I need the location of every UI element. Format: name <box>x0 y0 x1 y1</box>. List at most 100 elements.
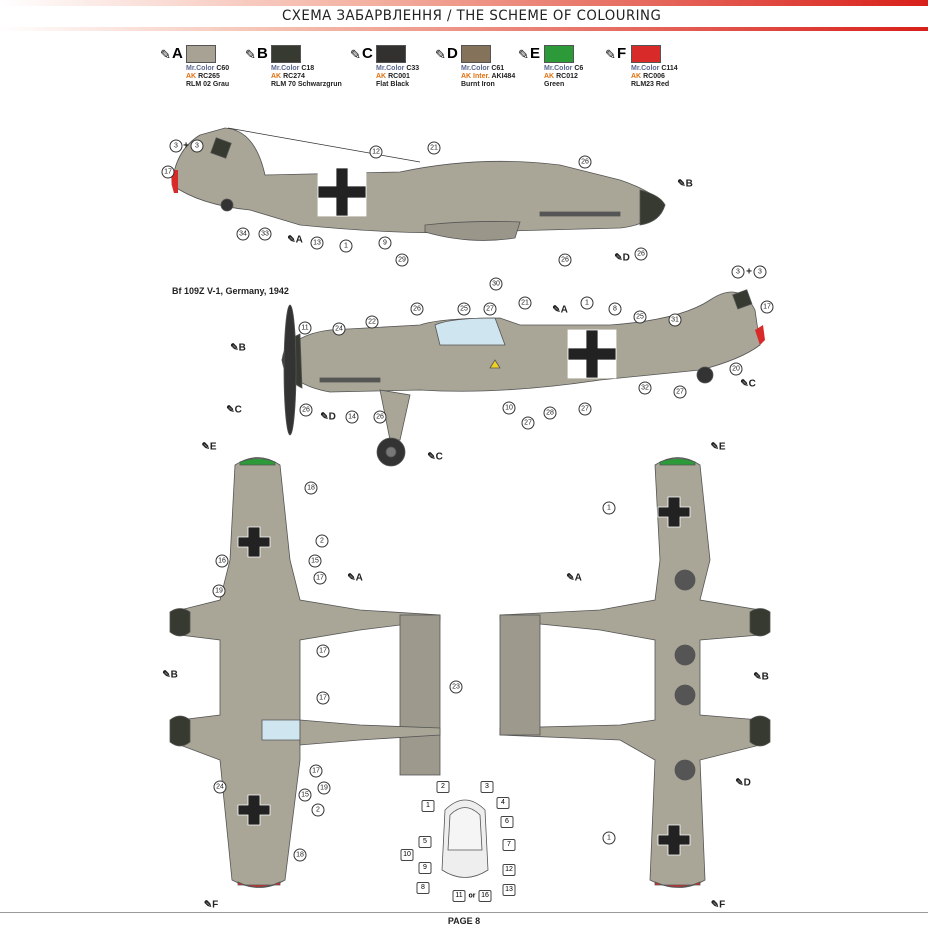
paint-swatch <box>186 45 216 63</box>
callout-number: 34 <box>236 227 250 241</box>
canopy-callout: 5 <box>418 836 432 848</box>
canopy-detail <box>441 799 489 878</box>
paint-name: Flat Black <box>376 81 410 88</box>
mr-color-code: C33 <box>406 65 420 72</box>
callout-number: 28 <box>543 406 557 420</box>
mr-color-code: C61 <box>491 65 505 72</box>
canopy-callout: 1 <box>421 800 435 812</box>
callout-number: 31 <box>668 313 682 327</box>
paint-letter: B <box>257 45 268 62</box>
paint-marker: ✎B <box>230 342 246 354</box>
callout-number: 18 <box>304 481 318 495</box>
top-view <box>169 457 441 888</box>
paint-marker: ✎C <box>740 378 756 390</box>
callout-number: 11 <box>298 321 312 335</box>
callout-number: 12 <box>369 145 383 159</box>
callout-number: 8 <box>608 302 622 316</box>
callout-number: 22 <box>365 315 379 329</box>
paint-swatch <box>271 45 301 63</box>
bottom-view <box>499 457 771 888</box>
brush-icon: ✎ <box>605 47 616 62</box>
brush-icon: ✎ <box>160 47 171 62</box>
canopy-callout: 3 <box>480 781 494 793</box>
callout-number: 17 <box>316 644 330 658</box>
callout-number: 17 <box>316 691 330 705</box>
paint-letter: F <box>617 45 627 62</box>
paint-marker: ✎C <box>226 404 242 416</box>
paint-marker: ✎A <box>347 572 363 584</box>
paint-marker: ✎C <box>427 451 443 463</box>
callout-number: 3 <box>753 265 767 279</box>
mr-color-code: C18 <box>301 65 315 72</box>
paint-letter: E <box>530 45 541 62</box>
ak-code: RC006 <box>643 73 665 80</box>
paint-d: ✎ D Mr.Color C61 AK Inter. AKI484 Burnt … <box>435 45 555 95</box>
callout-number: 24 <box>332 322 346 336</box>
callout-number: 15 <box>308 554 322 568</box>
ak-label: AK <box>631 73 642 80</box>
mr-color-label: Mr.Color <box>376 65 405 72</box>
paint-name: RLM23 Red <box>631 81 670 88</box>
callout-number: 29 <box>395 253 409 267</box>
paint-marker: ✎A <box>566 572 582 584</box>
callout-number: 30 <box>489 277 503 291</box>
canopy-callout: 8 <box>416 882 430 894</box>
paint-a: ✎ A Mr.Color C60 AK RC265 RLM 02 Grau <box>160 45 280 95</box>
ak-label: AK <box>544 73 555 80</box>
callout-number: 17 <box>309 764 323 778</box>
paint-marker: ✎E <box>201 441 217 453</box>
paint-swatch <box>631 45 661 63</box>
callout-number: 13 <box>310 236 324 250</box>
callout-number: 27 <box>483 302 497 316</box>
paint-swatch <box>544 45 574 63</box>
callout-number: 27 <box>578 402 592 416</box>
callout-number: 20 <box>729 362 743 376</box>
callout-number: 2 <box>311 803 325 817</box>
callout-number: 21 <box>427 141 441 155</box>
canopy-callout: 11 <box>452 890 466 902</box>
callout-number: 27 <box>521 416 535 430</box>
ak-code: RC001 <box>388 73 410 80</box>
paint-marker: ✎F <box>203 899 219 911</box>
callout-number: 17 <box>161 165 175 179</box>
ak-code: RC274 <box>283 73 305 80</box>
callout-number: 33 <box>258 227 272 241</box>
ak-label: AK <box>376 73 387 80</box>
callout-number: 23 <box>449 680 463 694</box>
paint-name: Green <box>544 81 565 88</box>
header-decor-bar <box>0 0 928 6</box>
ak-label: AK Inter. <box>461 73 490 80</box>
paint-marker: ✎B <box>753 671 769 683</box>
callout-number: 1 <box>602 501 616 515</box>
mr-color-label: Mr.Color <box>186 65 215 72</box>
paint-marker: ✎B <box>677 178 693 190</box>
ak-label: AK <box>186 73 197 80</box>
ak-code: RC012 <box>556 73 578 80</box>
callout-number: 17 <box>313 571 327 585</box>
mr-color-label: Mr.Color <box>631 65 660 72</box>
callout-number: 26 <box>299 403 313 417</box>
callout-number: 19 <box>212 584 226 598</box>
callout-number: 3 <box>190 139 204 153</box>
canopy-callout: 4 <box>496 797 510 809</box>
aircraft-title: Bf 109Z V-1, Germany, 1942 <box>172 286 289 296</box>
callout-number: 9 <box>378 236 392 250</box>
mr-color-label: Mr.Color <box>461 65 490 72</box>
callout-number: 26 <box>634 247 648 261</box>
callout-number: 24 <box>213 780 227 794</box>
paint-marker: ✎B <box>162 669 178 681</box>
paint-name: Burnt Iron <box>461 81 495 88</box>
paint-swatch <box>461 45 491 63</box>
callout-number: 1 <box>602 831 616 845</box>
paint-swatch <box>376 45 406 63</box>
ak-code: RC265 <box>198 73 220 80</box>
paint-e: ✎ E Mr.Color C6 AK RC012 Green <box>518 45 638 95</box>
callout-number: 10 <box>502 401 516 415</box>
canopy-callout: 16 <box>478 890 492 902</box>
callout-number: 3 <box>169 139 183 153</box>
callout-number: 26 <box>578 155 592 169</box>
paint-marker: ✎E <box>710 441 726 453</box>
callout-number: 25 <box>457 302 471 316</box>
paint-marker: ✎D <box>614 252 630 264</box>
